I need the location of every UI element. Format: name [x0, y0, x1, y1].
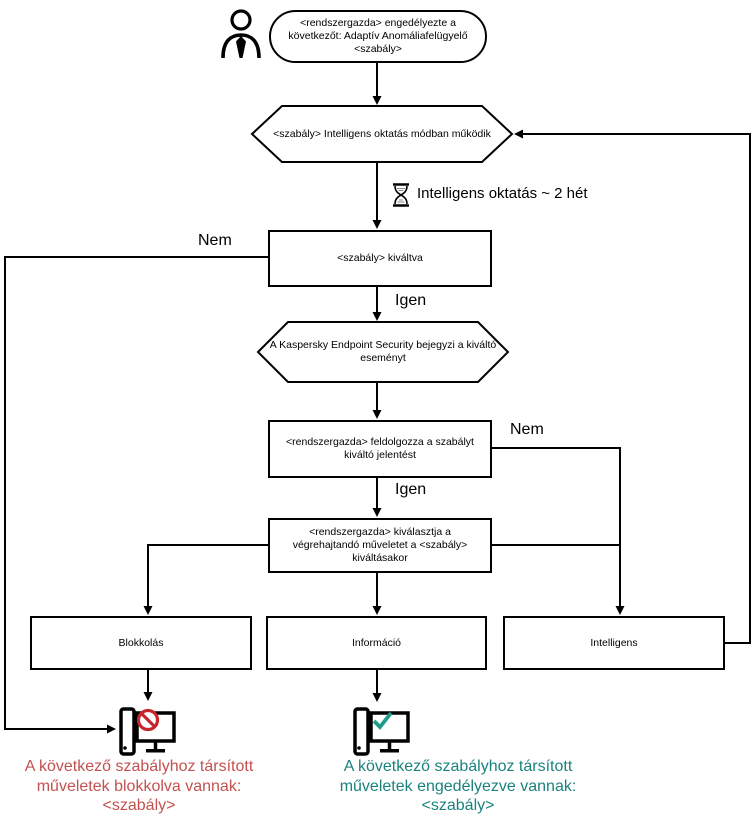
node-rule-triggered: <szabály> kiváltva — [268, 230, 492, 287]
blocked-badge-slash — [140, 712, 156, 728]
node-action-block-label: Blokkolás — [118, 636, 164, 649]
node-training-mode-label: <szabály> Intelligens oktatás módban műk… — [273, 127, 491, 140]
node-action-smart: Intelligens — [503, 616, 725, 670]
node-start-label: <rendszergazda> engedélyezte a következő… — [288, 17, 468, 55]
arrowhead — [143, 606, 153, 615]
node-rule-triggered-label: <szabály> kiváltva — [337, 252, 423, 264]
person-icon — [221, 9, 261, 59]
node-action-smart-label: Intelligens — [590, 636, 638, 649]
computer-allowed-icon — [353, 707, 410, 756]
hexagon-training-shape — [250, 105, 514, 163]
node-log-event: A Kaspersky Endpoint Security bejegyzi a… — [260, 323, 506, 381]
arrowhead — [615, 606, 625, 615]
computer-blocked-icon — [119, 707, 176, 756]
caption-allowed: A következő szabályhoz társított művelet… — [339, 758, 577, 814]
edge-label-nem-2: Nem — [510, 421, 544, 438]
node-admin-processes-report: <rendszergazda> feldolgozza a szabályt k… — [268, 420, 492, 478]
edge-select-to-block — [147, 544, 268, 606]
edge-rule-no-left-loop — [4, 256, 268, 730]
node-log-event-label: A Kaspersky Endpoint Security bejegyzi a… — [269, 339, 497, 364]
arrowhead — [372, 312, 382, 321]
arrowhead — [143, 692, 153, 701]
arrowhead — [372, 508, 382, 517]
edge-smart-loop-to-training — [523, 133, 751, 644]
arrowhead — [372, 410, 382, 419]
node-admin-selects-action: <rendszergazda> kiválasztja a végrehajta… — [268, 518, 492, 573]
node-training-mode: <szabály> Intelligens oktatás módban műk… — [254, 107, 510, 161]
allowed-badge-check — [372, 711, 393, 730]
node-admin-processes-report-label: <rendszergazda> feldolgozza a szabályt k… — [286, 436, 474, 461]
training-duration-label: Intelligens oktatás ~ 2 hét — [417, 185, 588, 202]
arrowhead — [372, 693, 382, 702]
hexagon-log-shape — [256, 321, 510, 383]
edge-label-igen-1: Igen — [395, 292, 427, 309]
edge-label-nem-1: Nem — [198, 232, 232, 249]
hourglass-icon — [393, 183, 409, 207]
node-action-inform: Információ — [266, 616, 487, 670]
caption-blocked: A következő szabályhoz társított művelet… — [24, 758, 254, 814]
node-action-block: Blokkolás — [30, 616, 252, 670]
arrowhead — [107, 724, 116, 734]
edge-label-igen-2: Igen — [395, 481, 427, 498]
edge-report-no-to-smart — [492, 447, 621, 606]
node-admin-selects-action-label: <rendszergazda> kiválasztja a végrehajta… — [292, 526, 468, 564]
arrowhead — [372, 606, 382, 615]
node-action-inform-label: Információ — [351, 636, 402, 649]
node-start: <rendszergazda> engedélyezte a következő… — [269, 10, 487, 63]
arrowhead — [514, 129, 523, 139]
arrowhead — [372, 96, 382, 105]
arrowhead — [372, 220, 382, 229]
